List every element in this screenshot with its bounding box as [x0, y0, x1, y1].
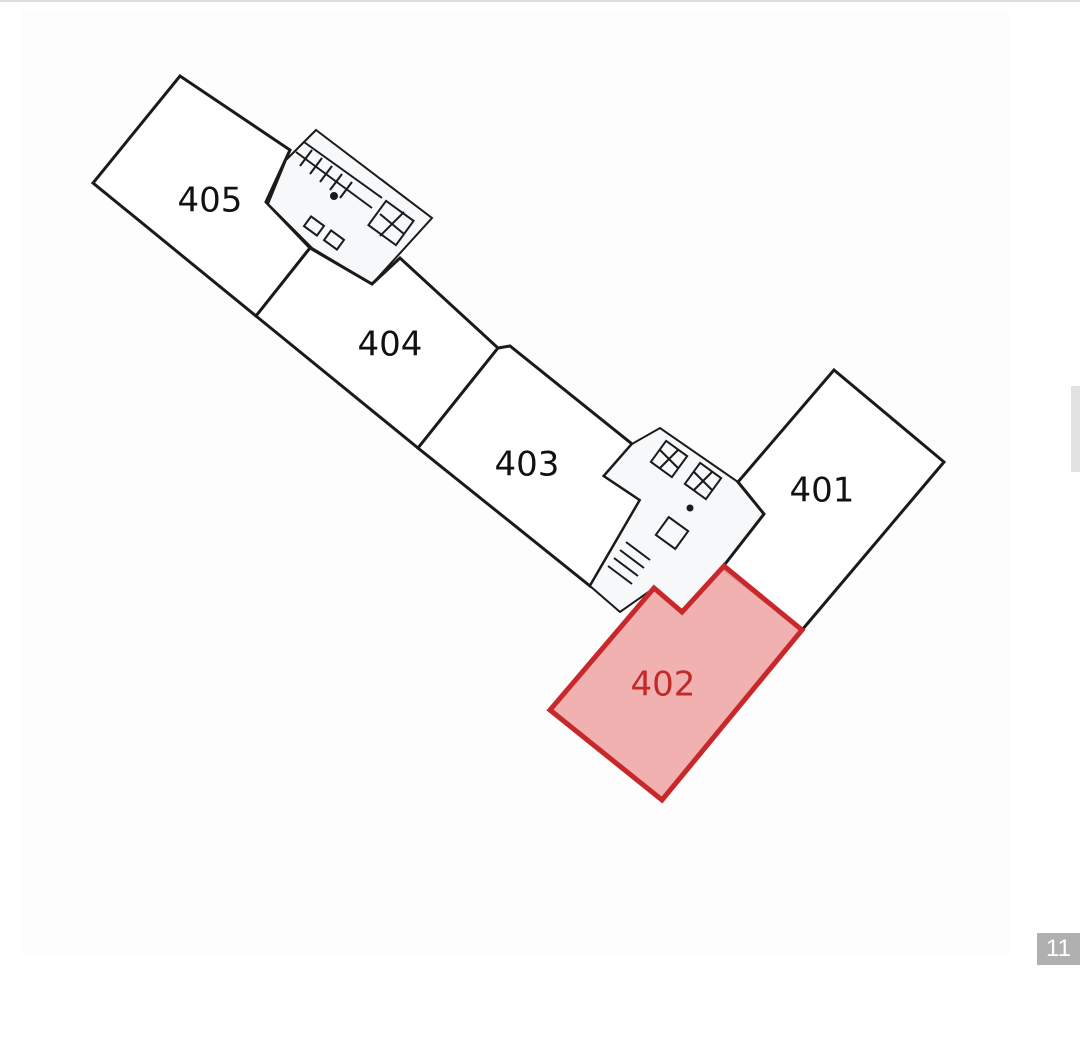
side-scroll-tab[interactable]	[1071, 386, 1080, 472]
unit-404-label: 404	[358, 325, 423, 365]
top-divider	[0, 0, 1080, 2]
unit-403-label: 403	[495, 445, 560, 485]
core-stair-elevator-1	[266, 128, 434, 286]
page-number-badge: 11	[1037, 933, 1080, 965]
unit-405-label: 405	[178, 181, 243, 221]
unit-402-highlight[interactable]	[546, 562, 806, 804]
unit-401-label: 401	[790, 471, 855, 511]
unit-402-label: 402	[631, 665, 696, 705]
